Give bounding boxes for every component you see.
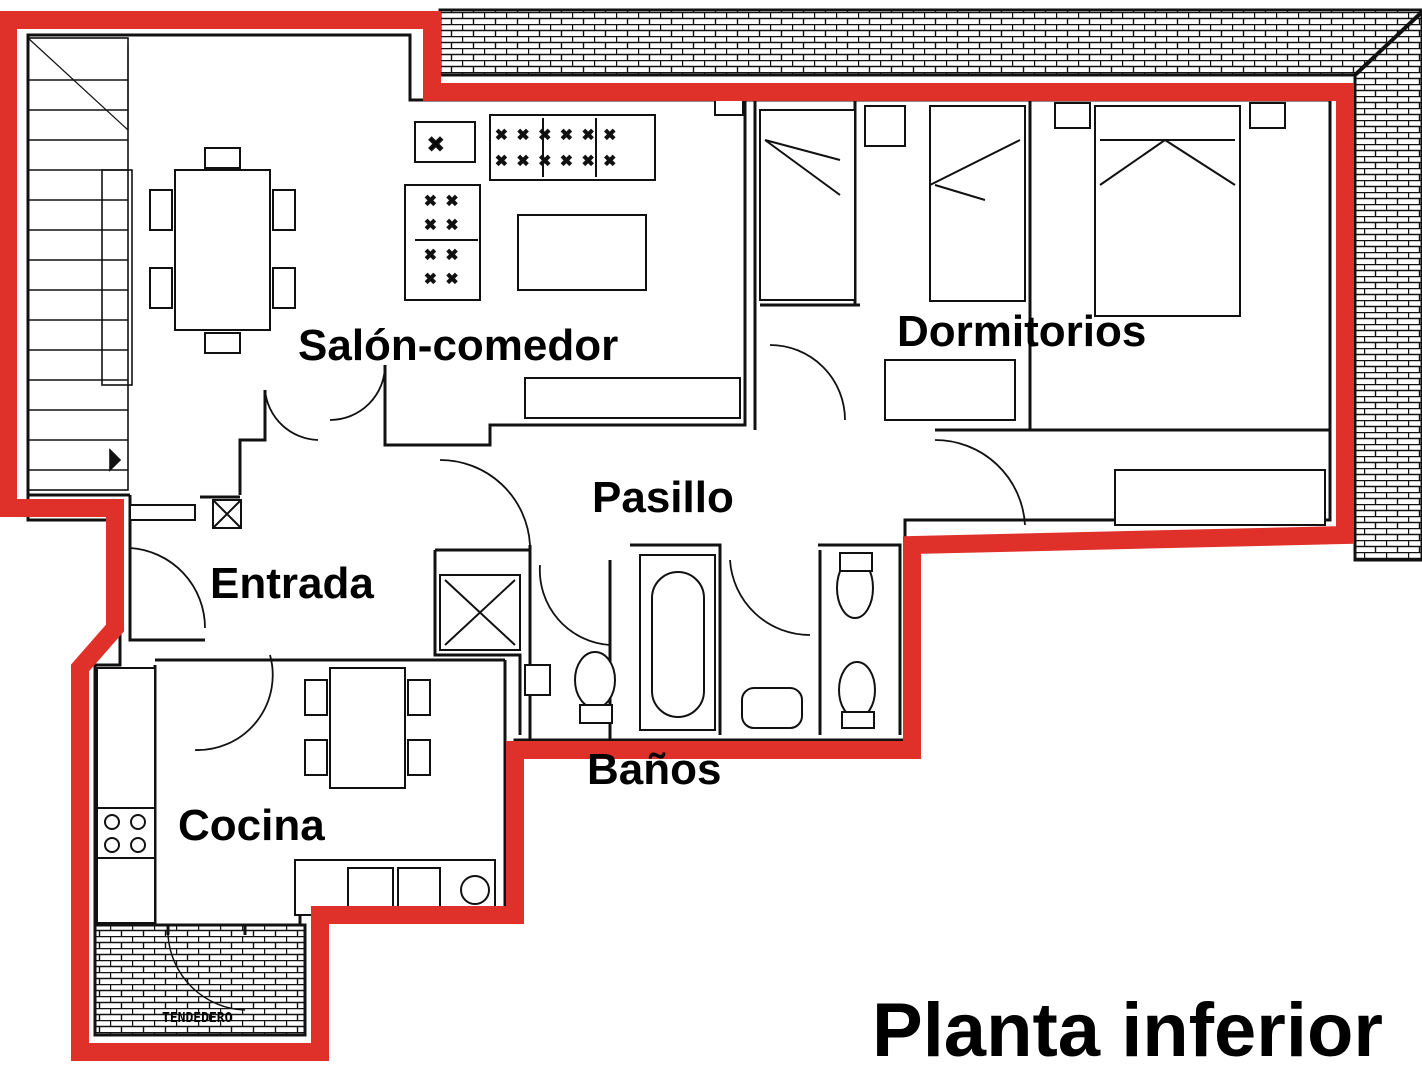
svg-text:× ×: × × — [425, 244, 458, 265]
bath-fixtures — [439, 552, 876, 731]
room-label-pasillo: Pasillo — [592, 473, 734, 522]
svg-text:× × × × × ×: × × × × × × — [496, 150, 615, 171]
staircase — [27, 37, 133, 491]
dwelling-outline — [0, 11, 1354, 1061]
svg-text:× ×: × × — [425, 190, 458, 211]
terrace-tendedero — [93, 923, 307, 1037]
dining-table — [149, 147, 296, 354]
doors — [129, 344, 1026, 751]
room-label-entrada: Entrada — [210, 559, 374, 608]
utility-boxes — [129, 96, 744, 529]
tendedero-label: TENDEDERO — [162, 1011, 233, 1026]
tv-unit — [524, 377, 741, 419]
room-label-salon: Salón-comedor — [298, 321, 618, 370]
beds — [759, 102, 1326, 526]
svg-text:× ×: × × — [425, 268, 458, 289]
room-label-banos: Baños — [587, 745, 721, 794]
plan-title: Planta inferior — [872, 988, 1383, 1067]
room-label-dormitorios: Dormitorios — [897, 307, 1146, 356]
svg-text:×: × — [428, 129, 444, 159]
sofa-set: × × × × × × × × × × × × × × × × × × × × … — [404, 114, 656, 301]
kitchen-furniture — [96, 667, 496, 924]
svg-text:× × × × × ×: × × × × × × — [496, 124, 615, 145]
svg-text:× ×: × × — [425, 214, 458, 235]
room-label-cocina: Cocina — [178, 801, 325, 850]
